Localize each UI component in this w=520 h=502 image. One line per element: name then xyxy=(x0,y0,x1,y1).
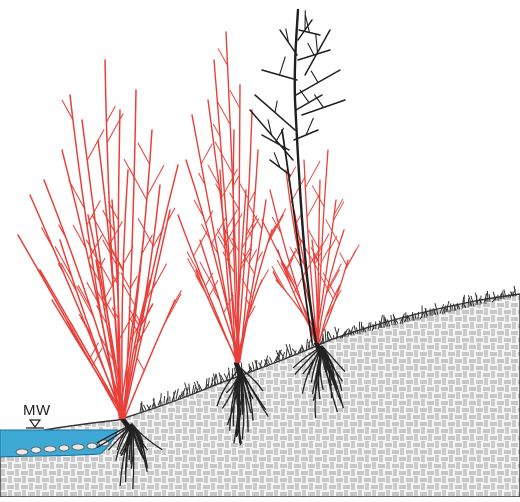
branch xyxy=(68,322,79,342)
branch xyxy=(171,291,182,310)
branch xyxy=(187,252,204,282)
grass-blade xyxy=(333,335,334,339)
branch xyxy=(233,176,239,186)
grass-blade xyxy=(325,329,326,342)
grass-blade xyxy=(194,387,196,393)
branch xyxy=(42,228,54,250)
branch xyxy=(311,71,318,82)
grass-blade xyxy=(418,312,419,320)
grass-blade xyxy=(160,393,161,405)
grass-blade xyxy=(359,322,360,334)
branch xyxy=(67,322,84,352)
branch xyxy=(307,195,319,217)
branch xyxy=(137,358,144,371)
branch xyxy=(305,161,320,188)
branch xyxy=(316,35,318,53)
branch xyxy=(240,184,248,199)
branch xyxy=(73,225,86,248)
grass-blade xyxy=(300,349,301,353)
branch xyxy=(106,107,115,123)
shrub-left xyxy=(18,60,181,418)
branch xyxy=(186,160,239,362)
branch xyxy=(326,290,341,318)
branch xyxy=(124,210,170,418)
branch xyxy=(340,253,347,265)
branch xyxy=(260,270,269,286)
grass-blade xyxy=(361,322,362,333)
soil-bank xyxy=(0,294,520,497)
branch xyxy=(107,114,123,143)
branch xyxy=(309,231,319,249)
grass-blade xyxy=(345,333,346,337)
branch xyxy=(79,315,87,330)
branch xyxy=(201,144,212,164)
branch xyxy=(308,43,314,55)
branch xyxy=(138,219,153,246)
branch xyxy=(345,245,359,270)
branch xyxy=(272,267,286,292)
branch xyxy=(269,209,286,240)
grass-blade xyxy=(487,291,488,302)
grass-blade xyxy=(252,362,254,370)
water-level-marker-icon xyxy=(26,420,44,428)
branch xyxy=(130,169,147,200)
grass-blade xyxy=(468,298,469,307)
branch xyxy=(230,193,240,210)
grass-blade xyxy=(216,374,218,384)
branch xyxy=(40,273,49,289)
grass-blade xyxy=(176,389,178,399)
grass-blade xyxy=(208,378,209,389)
branch xyxy=(267,215,283,244)
grass-blade xyxy=(412,312,413,321)
branch xyxy=(58,264,64,275)
grass-blade xyxy=(189,384,190,395)
branch xyxy=(280,57,286,75)
grass-blade xyxy=(166,398,168,404)
grass-blade xyxy=(270,357,272,363)
grass-blade xyxy=(143,405,146,410)
water-level-label: MW xyxy=(23,402,51,419)
branch xyxy=(273,271,281,286)
branch xyxy=(318,150,328,342)
shrub-middle xyxy=(178,32,286,362)
branch xyxy=(215,142,232,173)
branch xyxy=(230,91,240,109)
grass-blade xyxy=(164,396,165,403)
branch xyxy=(164,294,181,325)
branch xyxy=(275,101,277,112)
branch xyxy=(138,143,150,164)
branch xyxy=(87,130,104,160)
